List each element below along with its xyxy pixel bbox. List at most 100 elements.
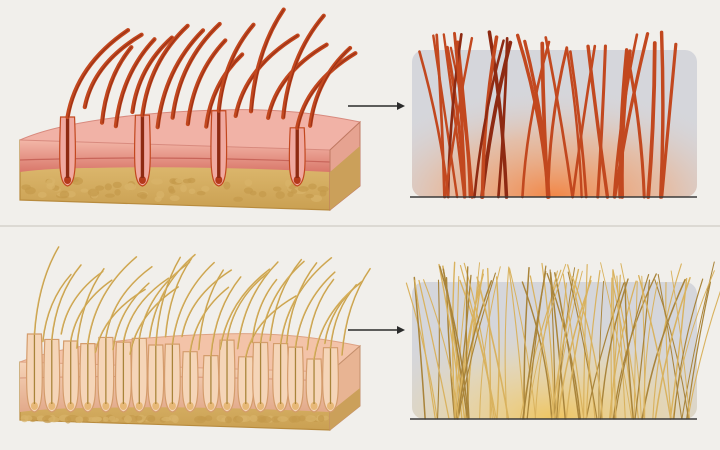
- hair-bulb: [186, 402, 194, 410]
- hair-shade: [173, 23, 221, 119]
- panel-strand: [641, 275, 646, 420]
- fat-cell: [169, 195, 180, 202]
- fine-follicles: [25, 333, 339, 413]
- hair-shade: [42, 274, 72, 342]
- panel-strand: [609, 274, 621, 420]
- fat-cell: [272, 186, 282, 192]
- fat-cell: [114, 189, 121, 196]
- fat-cell: [139, 193, 147, 200]
- fat-cell: [48, 416, 60, 423]
- hair-strand: [105, 265, 153, 339]
- panel-strand: [456, 40, 474, 199]
- fat-cell: [224, 416, 232, 424]
- fat-cell: [188, 188, 196, 195]
- hair-shade: [132, 36, 173, 113]
- panel-strand: [620, 263, 642, 420]
- panel-strand: [473, 39, 505, 199]
- panel-strand: [459, 265, 497, 420]
- panel-strand: [465, 266, 470, 420]
- panel-strand: [625, 49, 646, 199]
- panel-strand: [529, 275, 556, 420]
- fat-cell: [233, 196, 243, 202]
- panel-strand: [497, 37, 509, 199]
- hair-shade: [237, 261, 279, 349]
- fat-cell: [24, 187, 36, 195]
- hair-strand: [281, 13, 326, 120]
- hair-bulb: [257, 402, 265, 410]
- panel-strand: [585, 282, 625, 420]
- hair-bulb: [291, 402, 299, 410]
- panel-strand: [423, 279, 460, 420]
- hair-shade: [227, 272, 268, 341]
- hair-shade: [113, 282, 150, 350]
- hair-shade: [172, 262, 215, 345]
- fat-cell: [59, 190, 70, 199]
- panel-strand: [551, 268, 580, 420]
- fat-cell: [298, 415, 306, 422]
- panel-strand: [435, 33, 446, 199]
- hair-shade: [310, 47, 351, 127]
- fat-cell: [243, 187, 254, 194]
- coarse-strands: [418, 30, 678, 199]
- hair-bulb: [168, 402, 176, 410]
- panel-strand: [413, 276, 426, 420]
- panel-strand: [657, 273, 683, 420]
- hair-strand: [341, 267, 371, 356]
- fine-skin-block: [19, 246, 371, 432]
- fat-cell: [156, 190, 165, 199]
- hair-strand: [216, 22, 256, 113]
- panel-strand: [436, 279, 440, 420]
- panel-strand: [544, 36, 574, 199]
- hair-strand: [50, 264, 82, 341]
- hair-shade: [102, 46, 132, 124]
- panel-strand: [432, 34, 459, 199]
- panel-strand: [660, 42, 678, 199]
- fat-cell: [182, 178, 192, 184]
- fat-cell: [305, 193, 314, 199]
- fine-hairs: [33, 246, 371, 360]
- fat-cell: [308, 183, 317, 190]
- fat-cell: [244, 179, 253, 187]
- fat-cell: [64, 416, 72, 424]
- fat-cell: [275, 191, 285, 199]
- fat-cell: [297, 186, 309, 192]
- hair-shade: [106, 266, 153, 338]
- hair-bulb: [67, 402, 75, 410]
- hair-shade: [268, 44, 328, 119]
- hair-shade: [307, 279, 334, 350]
- hair-strand: [323, 280, 363, 345]
- fat-cell: [194, 415, 206, 424]
- panel-strand: [620, 49, 632, 199]
- fat-cell: [171, 415, 179, 424]
- fat-cell: [151, 178, 163, 185]
- fat-cell: [75, 416, 84, 424]
- panel-strand: [600, 262, 633, 420]
- hair-bulb: [64, 176, 72, 184]
- hair-shade: [142, 25, 189, 116]
- panel-strand: [453, 31, 467, 199]
- fat-cell: [291, 415, 301, 423]
- fat-cell: [46, 182, 55, 190]
- hair-shade: [158, 29, 204, 128]
- fat-cell: [80, 188, 89, 193]
- panel-strand: [599, 278, 629, 420]
- panel-strand: [443, 36, 474, 199]
- fat-cells: [21, 177, 329, 203]
- hair-shade: [286, 262, 317, 344]
- panel-strand: [442, 268, 469, 420]
- panel-strand: [526, 265, 547, 420]
- hair-shade: [182, 269, 232, 337]
- fat-cell: [260, 416, 272, 423]
- panel-strand: [659, 30, 665, 199]
- panel-strand: [457, 272, 496, 420]
- hair-shade: [251, 8, 285, 112]
- fat-cell: [305, 415, 317, 422]
- panel-strand: [646, 41, 657, 199]
- fat-cell: [37, 191, 47, 198]
- panel-strand: [449, 46, 471, 199]
- hair-bulb: [84, 402, 92, 410]
- panel-strand: [414, 279, 436, 420]
- hair-shade: [211, 276, 241, 356]
- hair-bulb: [48, 402, 56, 410]
